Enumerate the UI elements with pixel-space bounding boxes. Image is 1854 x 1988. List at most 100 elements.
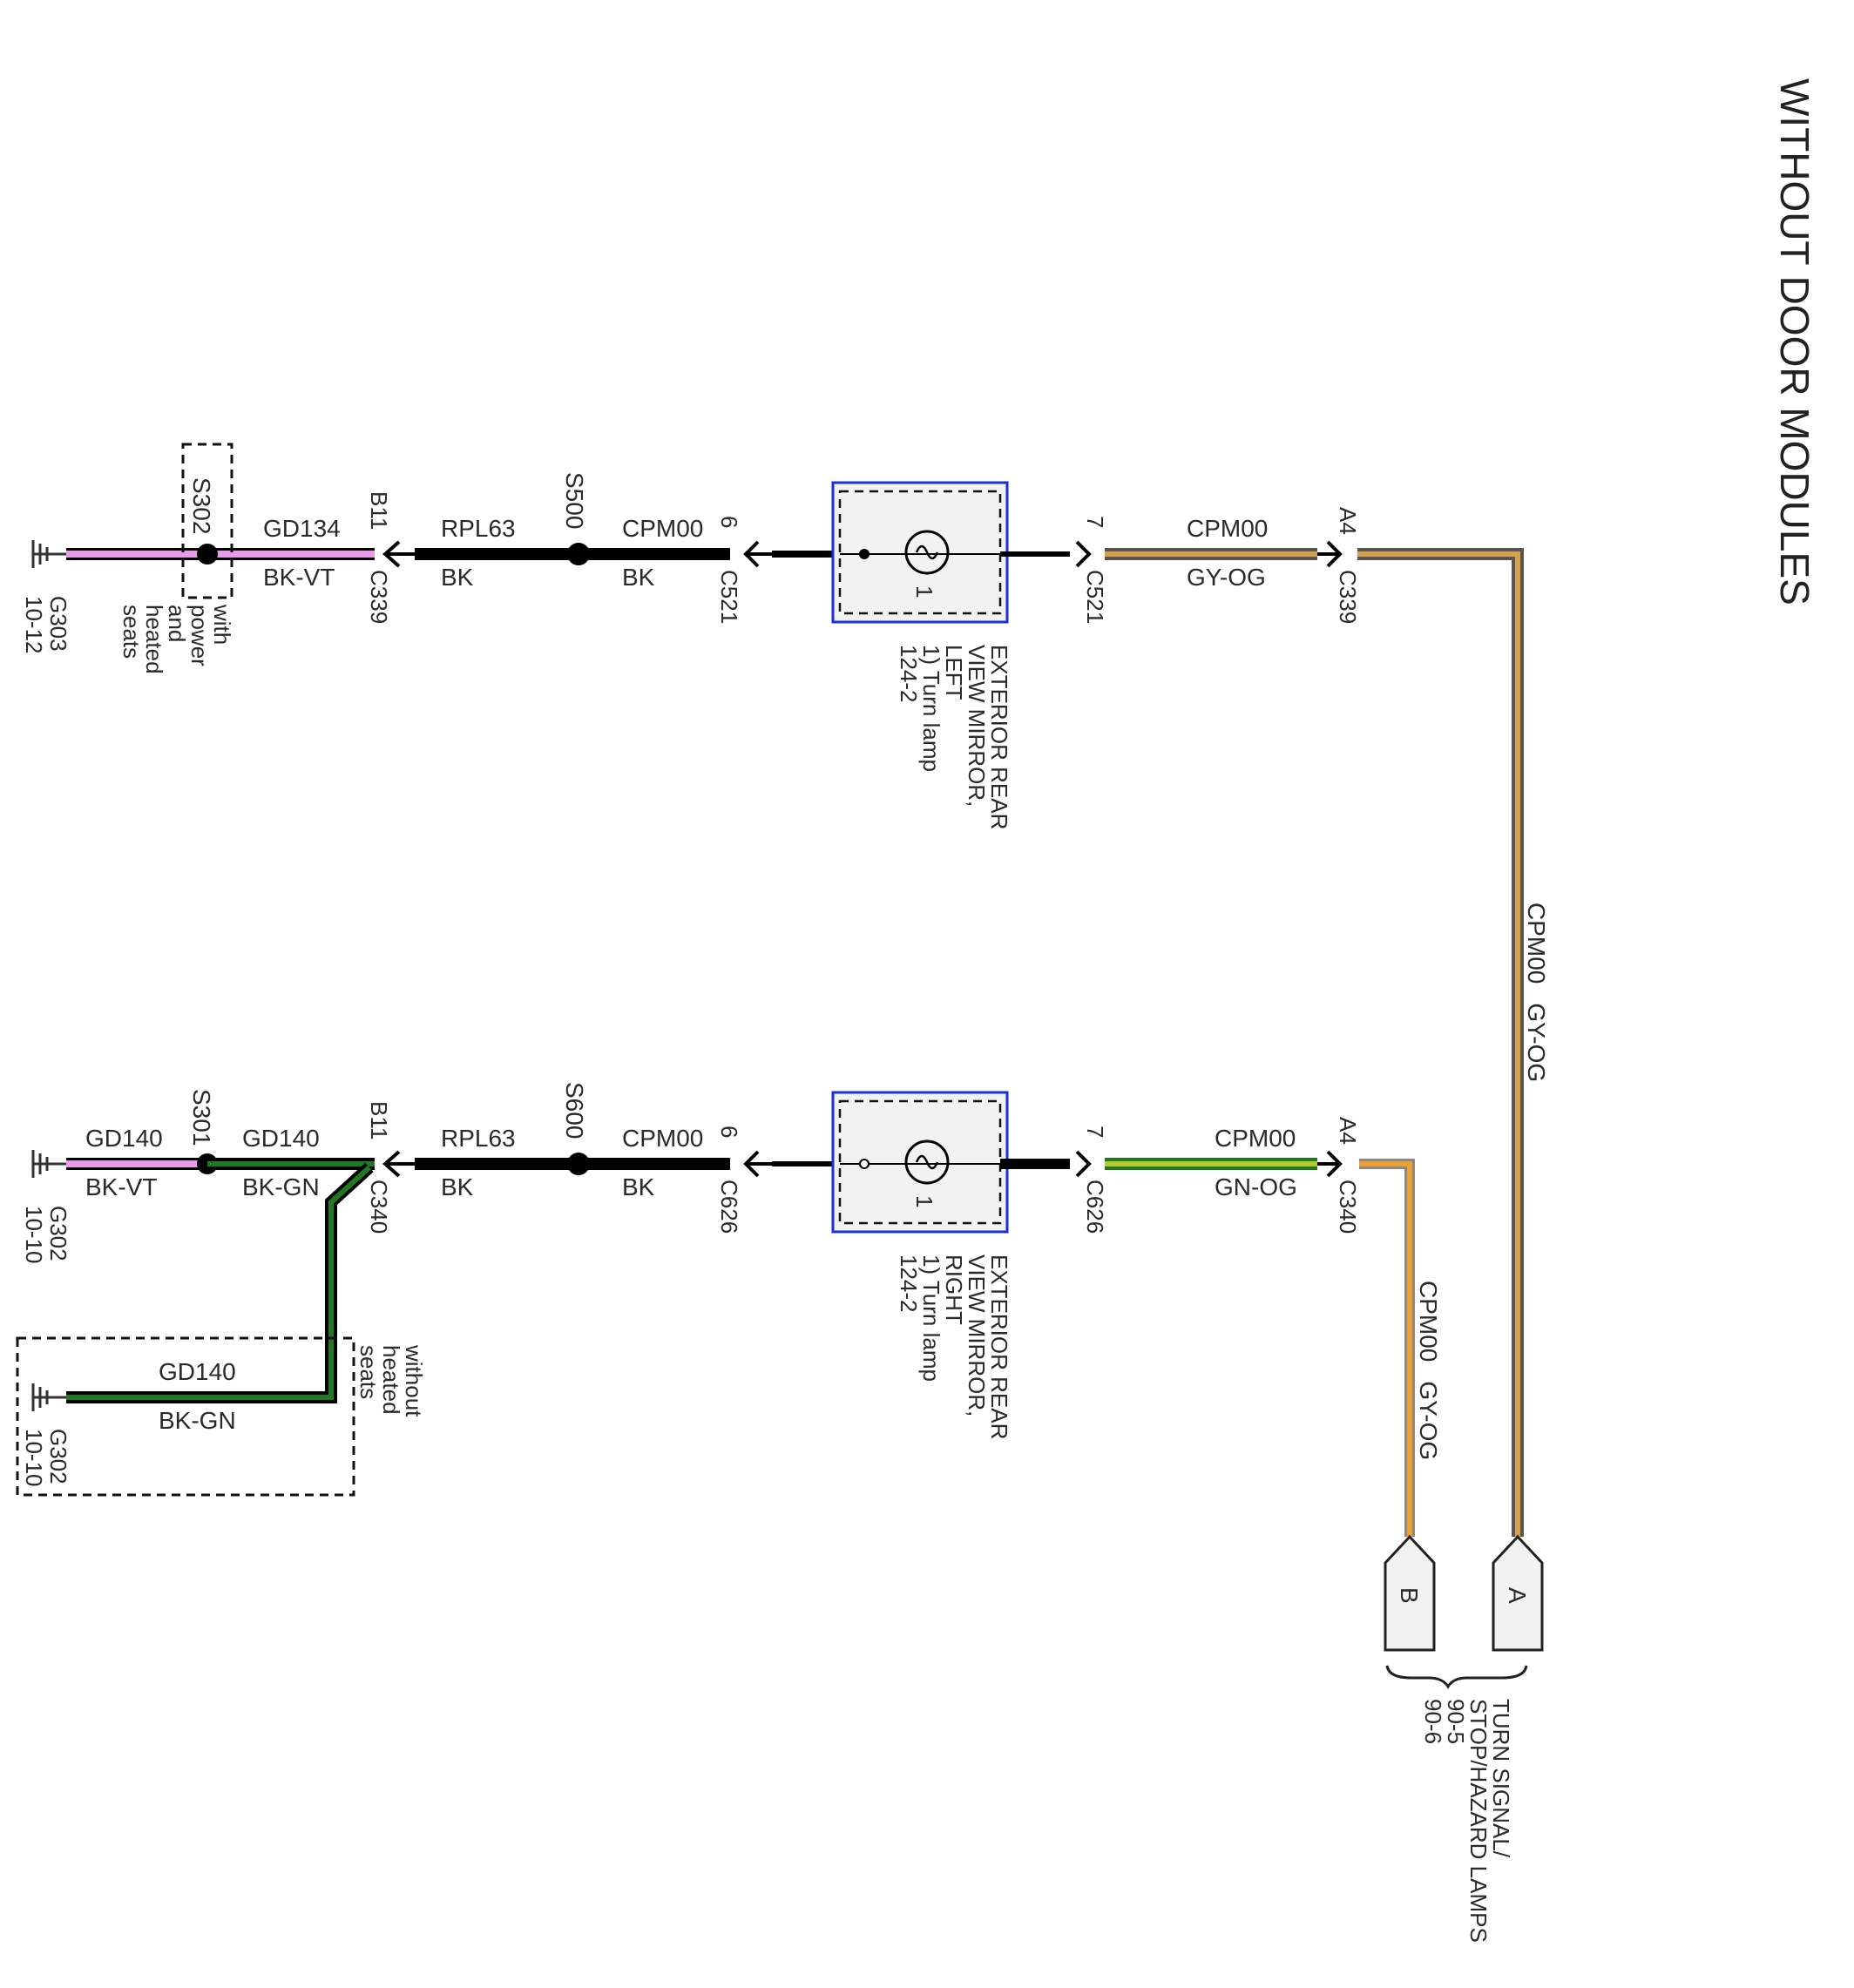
wire-color-rpl63: BK: [441, 564, 474, 591]
wire-label-cpm00-bk-left: CPM00: [622, 515, 703, 542]
connector-name-c340-right: C340: [366, 1180, 392, 1234]
connector-pin-b11-left: B11: [366, 491, 392, 530]
offpage-brace: [1385, 1665, 1528, 1689]
svg-text:EXTERIOR REAR: EXTERIOR REAR: [986, 1254, 1012, 1439]
splice-note-s302: with power and heated seats: [118, 604, 235, 674]
svg-text:power: power: [186, 605, 213, 666]
wire-color-cpm00-bk-left: BK: [622, 564, 655, 591]
svg-text:seats: seats: [118, 605, 145, 659]
diagram-title: WITHOUT DOOR MODULES: [1772, 78, 1817, 605]
wire-color-gd140-bkvt: BK-VT: [85, 1173, 157, 1200]
wire-cpm00-gyog-to-a: [1357, 548, 1524, 1537]
connector-name-c339-out: C339: [1335, 570, 1361, 624]
offpage-connector-a: A: [1492, 1534, 1544, 1652]
svg-text:TURN SIGNAL/: TURN SIGNAL/: [1488, 1699, 1514, 1858]
svg-text:VIEW MIRROR,: VIEW MIRROR,: [964, 1254, 990, 1417]
wire-cpm00-gyog-to-b: [1359, 1159, 1415, 1537]
svg-text:124-2: 124-2: [896, 645, 922, 703]
splice-label-s600: S600: [561, 1082, 588, 1139]
wire-label-gd140-bkgn: GD140: [242, 1125, 320, 1152]
svg-text:VIEW MIRROR,: VIEW MIRROR,: [964, 645, 990, 807]
svg-text:seats: seats: [355, 1345, 382, 1399]
ground-label-g303: G303: [45, 596, 71, 652]
right-circuit: G302 10-10 GD140 BK-VT S301 GD140 BK-GN …: [16, 1082, 1415, 1537]
splice-dot-s302: [197, 544, 218, 565]
connector-name-c340-out: C340: [1335, 1180, 1361, 1234]
wire-label-gd140-option: GD140: [159, 1358, 236, 1385]
wire-color-rpl63-right: BK: [441, 1173, 474, 1200]
connector-name-c626-out: C626: [1082, 1180, 1108, 1234]
junction-dot-right: [859, 1159, 869, 1169]
splice-label-s302: S302: [188, 477, 215, 534]
svg-text:STOP/HAZARD LAMPS: STOP/HAZARD LAMPS: [1465, 1699, 1492, 1943]
ground-ref-g303: 10-12: [21, 596, 47, 654]
wire-label-cpm00-gnog: CPM00: [1215, 1125, 1296, 1152]
connector-pin-b11-right: B11: [366, 1101, 392, 1139]
connector-arrow-c339-a4: [1317, 540, 1343, 568]
svg-text:124-2: 124-2: [896, 1254, 922, 1313]
svg-text:LEFT: LEFT: [941, 645, 967, 700]
svg-text:B: B: [1396, 1587, 1423, 1604]
svg-text:90-5: 90-5: [1443, 1699, 1469, 1744]
svg-text:90-6: 90-6: [1420, 1699, 1446, 1744]
wire-color-gd134: BK-VT: [263, 564, 335, 591]
lamp-icon-left: [904, 530, 950, 575]
connector-name-c626-in: C626: [716, 1180, 742, 1234]
splice-option-box-s302: [181, 443, 233, 599]
junction-dot-left: [859, 549, 869, 559]
svg-text:A: A: [1504, 1587, 1531, 1604]
splice-label-s500: S500: [561, 472, 588, 529]
ground-symbol-g302: [31, 1150, 66, 1178]
ground-symbol-g303: [31, 540, 66, 568]
svg-text:heated: heated: [141, 605, 167, 674]
svg-text:1) Turn lamp: 1) Turn lamp: [918, 645, 944, 772]
lamp-number-left: 1: [911, 585, 937, 598]
svg-text:EXTERIOR REAR: EXTERIOR REAR: [986, 645, 1012, 829]
svg-text:without: without: [401, 1344, 427, 1417]
connector-name-c339-left: C339: [366, 570, 392, 624]
wire-label-gd140-bkvt: GD140: [85, 1125, 163, 1152]
connector-arrow-c521-6: [743, 540, 772, 568]
component-label-mirror-right: EXTERIOR REAR VIEW MIRROR, RIGHT 1) Turn…: [896, 1254, 1012, 1439]
connector-arrow-c339-b11: [382, 540, 415, 568]
wire-color-gd140-option: BK-GN: [159, 1407, 236, 1434]
option-box-without-heated-seats: [16, 1336, 355, 1497]
connector-name-c521-out: C521: [1082, 570, 1108, 624]
wire-label-vertical-b: CPM00GY-OG: [1415, 1281, 1442, 1460]
component-mirror-left: 1: [831, 481, 1009, 624]
svg-text:with: with: [209, 604, 235, 645]
wire-color-cpm00-bk-right: BK: [622, 1173, 655, 1200]
svg-text:1) Turn lamp: 1) Turn lamp: [918, 1254, 944, 1382]
connector-name-c521-in: C521: [716, 570, 742, 624]
svg-text:and: and: [164, 605, 190, 642]
ground-symbol-g302-option: [31, 1383, 66, 1411]
wire-color-cpm00-gnog: GN-OG: [1215, 1173, 1297, 1200]
wire-label-gd134: GD134: [263, 515, 341, 542]
connector-pin-6-right: 6: [716, 1126, 742, 1138]
connector-pin-a4-right: A4: [1335, 1117, 1361, 1145]
connector-arrow-c626-7: [1075, 1150, 1092, 1178]
left-circuit: G303 10-12 S302 with power and heated se…: [21, 443, 1524, 1537]
connector-arrow-c521-7: [1075, 540, 1092, 568]
svg-text:RIGHT: RIGHT: [941, 1254, 967, 1325]
offpage-destination-label: TURN SIGNAL/ STOP/HAZARD LAMPS 90-5 90-6: [1420, 1699, 1514, 1943]
svg-text:heated: heated: [378, 1345, 404, 1415]
connector-pin-6-left: 6: [716, 516, 742, 528]
ground-label-g302: G302: [45, 1206, 71, 1261]
lamp-number-right: 1: [911, 1195, 937, 1207]
wire-label-cpm00-gyog-left: CPM00: [1187, 515, 1268, 542]
wire-color-gd140-bkgn: BK-GN: [242, 1173, 320, 1200]
wire-label-rpl63: RPL63: [441, 515, 516, 542]
option-note-without-heated-seats: without heated seats: [355, 1344, 427, 1417]
wire-label-vertical-a: CPM00GY-OG: [1523, 903, 1550, 1082]
connector-arrow-c626-6: [743, 1150, 772, 1178]
splice-label-s301: S301: [188, 1089, 215, 1146]
wire-label-cpm00-bk-right: CPM00: [622, 1125, 703, 1152]
wire-color-cpm00-gyog-left: GY-OG: [1187, 564, 1266, 591]
component-label-mirror-left: EXTERIOR REAR VIEW MIRROR, LEFT 1) Turn …: [896, 645, 1012, 829]
ground-label-g302-option: G302: [45, 1429, 71, 1484]
ground-ref-g302: 10-10: [21, 1206, 47, 1264]
lamp-icon-right: [904, 1139, 950, 1185]
connector-pin-a4-left: A4: [1335, 507, 1361, 535]
